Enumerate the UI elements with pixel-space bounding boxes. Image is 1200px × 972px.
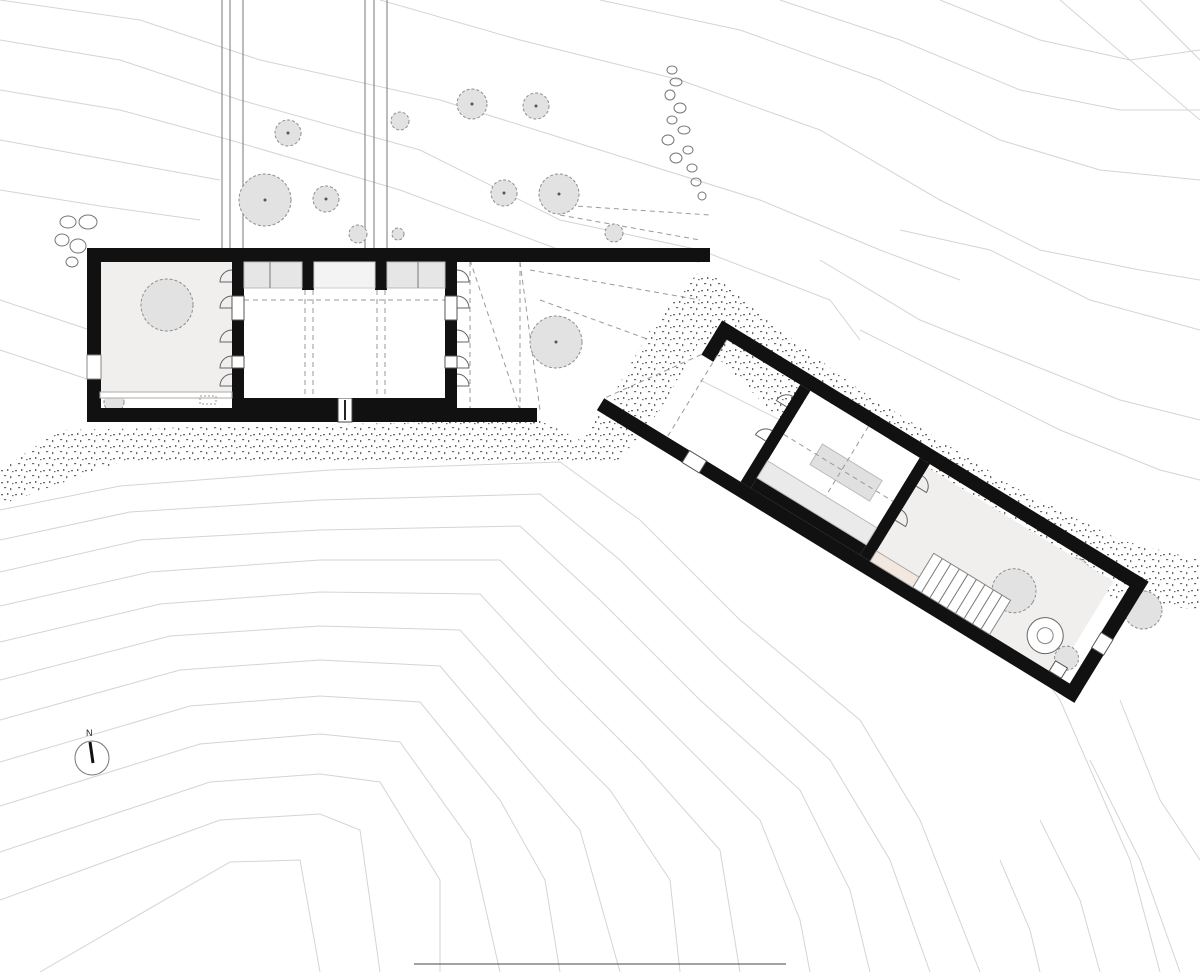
gravel-path [0,270,1200,610]
north-wall [87,248,710,262]
building-west [86,248,710,423]
west-wall [87,248,101,422]
dashed-guides [469,204,711,411]
compass-label: N [86,728,93,738]
trees [238,88,1163,630]
east-north-wall [714,320,1149,594]
east-south-wall [596,398,1082,703]
north-needle [88,741,95,764]
stairs [912,552,1012,636]
courtyard-tree [140,278,194,332]
south-wall [87,408,537,422]
building-east [596,320,1149,703]
north-arrow: N [74,728,110,776]
stone-cluster [54,65,707,268]
